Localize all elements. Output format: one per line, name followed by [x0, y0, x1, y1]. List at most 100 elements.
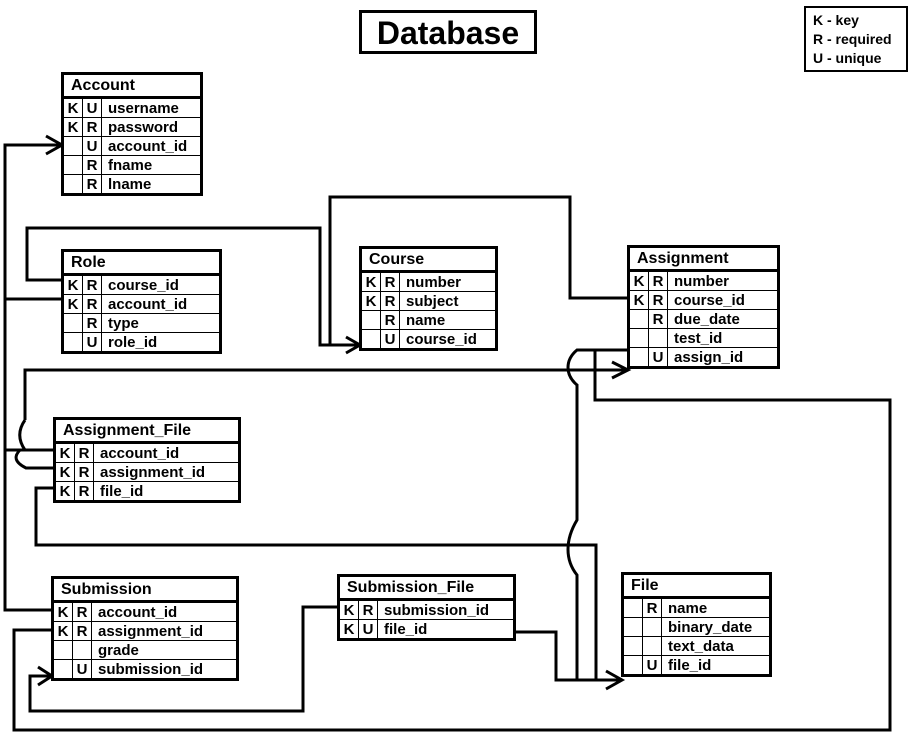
constraint-flag: R: [642, 597, 662, 618]
constraint-flag: R: [82, 274, 102, 295]
field-name: assignment_id: [93, 462, 240, 482]
line-assign-id: [18, 368, 628, 451]
field-name: number: [399, 271, 497, 292]
key-flag: [62, 136, 83, 156]
key-flag: [622, 617, 643, 637]
field-name: role_id: [101, 332, 221, 353]
key-flag: K: [62, 117, 83, 137]
key-flag: [628, 328, 649, 348]
constraint-flag: R: [74, 481, 94, 502]
entity-title: Submission_File: [338, 575, 515, 601]
legend-key: K - key: [813, 12, 859, 28]
field-name: due_date: [667, 309, 779, 329]
key-flag: [628, 309, 649, 329]
constraint-flag: U: [648, 347, 668, 368]
line-role-course: [25, 226, 360, 347]
key-flag: [62, 155, 83, 175]
constraint-flag: U: [82, 332, 102, 353]
constraint-flag: R: [648, 270, 668, 291]
entity-title: Assignment_File: [54, 418, 240, 444]
field-name: test_id: [667, 328, 779, 348]
constraint-flag: R: [72, 601, 92, 622]
key-flag: K: [54, 481, 75, 502]
key-flag: [62, 332, 83, 353]
field-name: account_id: [101, 136, 202, 156]
field-name: username: [101, 97, 202, 118]
constraint-flag: R: [380, 271, 400, 292]
field-name: assign_id: [667, 347, 779, 368]
field-row: binary_date: [622, 617, 771, 637]
constraint-flag: U: [82, 136, 102, 156]
key-flag: K: [62, 97, 83, 118]
field-name: number: [667, 270, 779, 291]
constraint-flag: R: [82, 313, 102, 333]
field-name: file_id: [93, 481, 240, 502]
entity-title: Submission: [52, 577, 238, 603]
key-flag: [628, 347, 649, 368]
line-account-trunk: [3, 143, 62, 612]
field-name: subject: [399, 291, 497, 311]
key-flag: [62, 313, 83, 333]
field-name: submission_id: [91, 659, 238, 680]
legend-unique: U - unique: [813, 50, 882, 66]
field-name: submission_id: [377, 599, 515, 620]
key-flag: [622, 655, 643, 676]
key-flag: [52, 659, 73, 680]
key-flag: [622, 597, 643, 618]
constraint-flag: R: [82, 294, 102, 314]
field-name: file_id: [377, 619, 515, 640]
entity-title: File: [622, 573, 771, 599]
field-row: grade: [52, 640, 238, 660]
arrow-file: [605, 669, 626, 691]
key-flag: K: [338, 599, 359, 620]
constraint-flag: [642, 617, 662, 637]
key-flag: K: [628, 290, 649, 310]
legend-required: R - required: [813, 31, 892, 47]
constraint-flag: R: [648, 309, 668, 329]
key-flag: K: [52, 601, 73, 622]
key-flag: K: [54, 462, 75, 482]
constraint-flag: R: [82, 155, 102, 175]
constraint-flag: [642, 636, 662, 656]
key-flag: K: [62, 294, 83, 314]
arrow-assign: [611, 360, 632, 380]
key-flag: [360, 310, 381, 330]
legend: K - key R - required U - unique: [804, 6, 908, 72]
constraint-flag: U: [358, 619, 378, 640]
line-sub-sf: [28, 605, 338, 713]
line-course-assignment: [328, 195, 628, 345]
constraint-flag: R: [380, 291, 400, 311]
field-name: password: [101, 117, 202, 137]
constraint-flag: U: [380, 329, 400, 350]
field-name: file_id: [661, 655, 771, 676]
field-row: text_data: [622, 636, 771, 656]
constraint-flag: R: [72, 621, 92, 641]
field-name: course_id: [667, 290, 779, 310]
